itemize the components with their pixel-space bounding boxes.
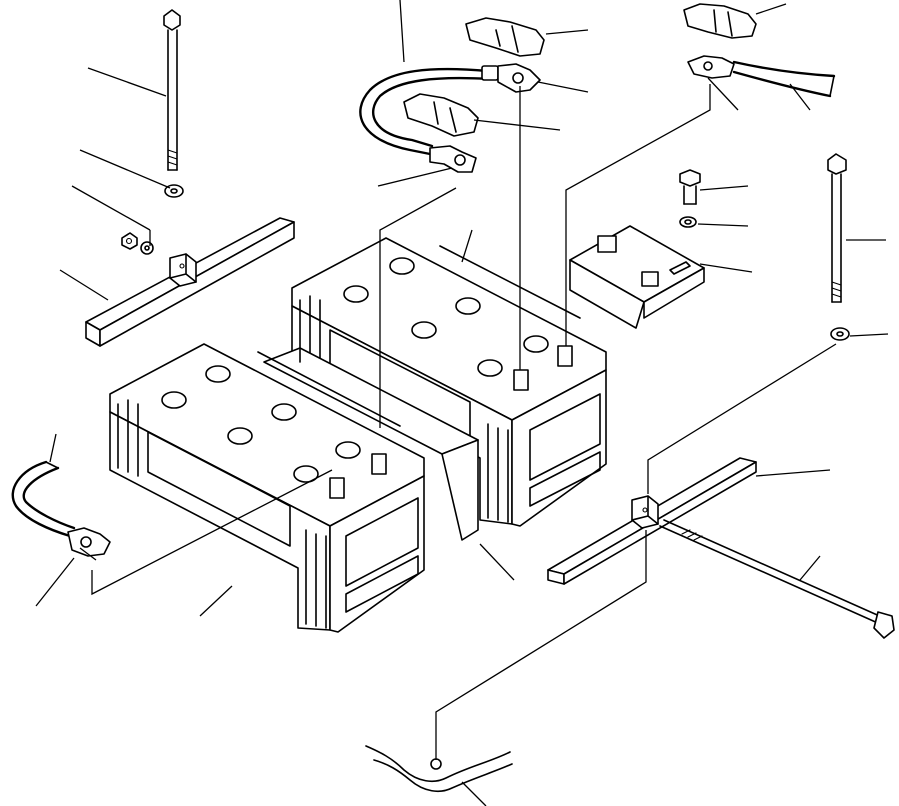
cable-upper-right bbox=[687, 55, 836, 98]
battery-right-caps bbox=[343, 257, 549, 377]
terminal-cover-c bbox=[683, 3, 757, 39]
washer-small bbox=[679, 216, 697, 228]
battery-left bbox=[109, 343, 425, 633]
terminal-bracket bbox=[569, 225, 705, 329]
hold-down-bracket-left bbox=[85, 217, 295, 347]
hook-rod bbox=[659, 519, 895, 639]
bolt-small bbox=[679, 169, 701, 205]
cable-left-terminal bbox=[11, 460, 111, 557]
long-bolt-left bbox=[163, 9, 181, 171]
nut-left bbox=[121, 232, 154, 255]
hold-down-bracket-right bbox=[547, 457, 757, 585]
battery-left-caps bbox=[161, 365, 361, 483]
leader-lines bbox=[35, 0, 889, 806]
long-bolt-right bbox=[827, 153, 847, 303]
cable-upper-connecting bbox=[359, 63, 541, 173]
terminal-cover-a bbox=[465, 17, 545, 57]
terminal-cover-b bbox=[403, 93, 479, 137]
mounting-base bbox=[365, 745, 513, 793]
washer-right bbox=[830, 327, 850, 341]
battery-spacer bbox=[263, 347, 479, 541]
